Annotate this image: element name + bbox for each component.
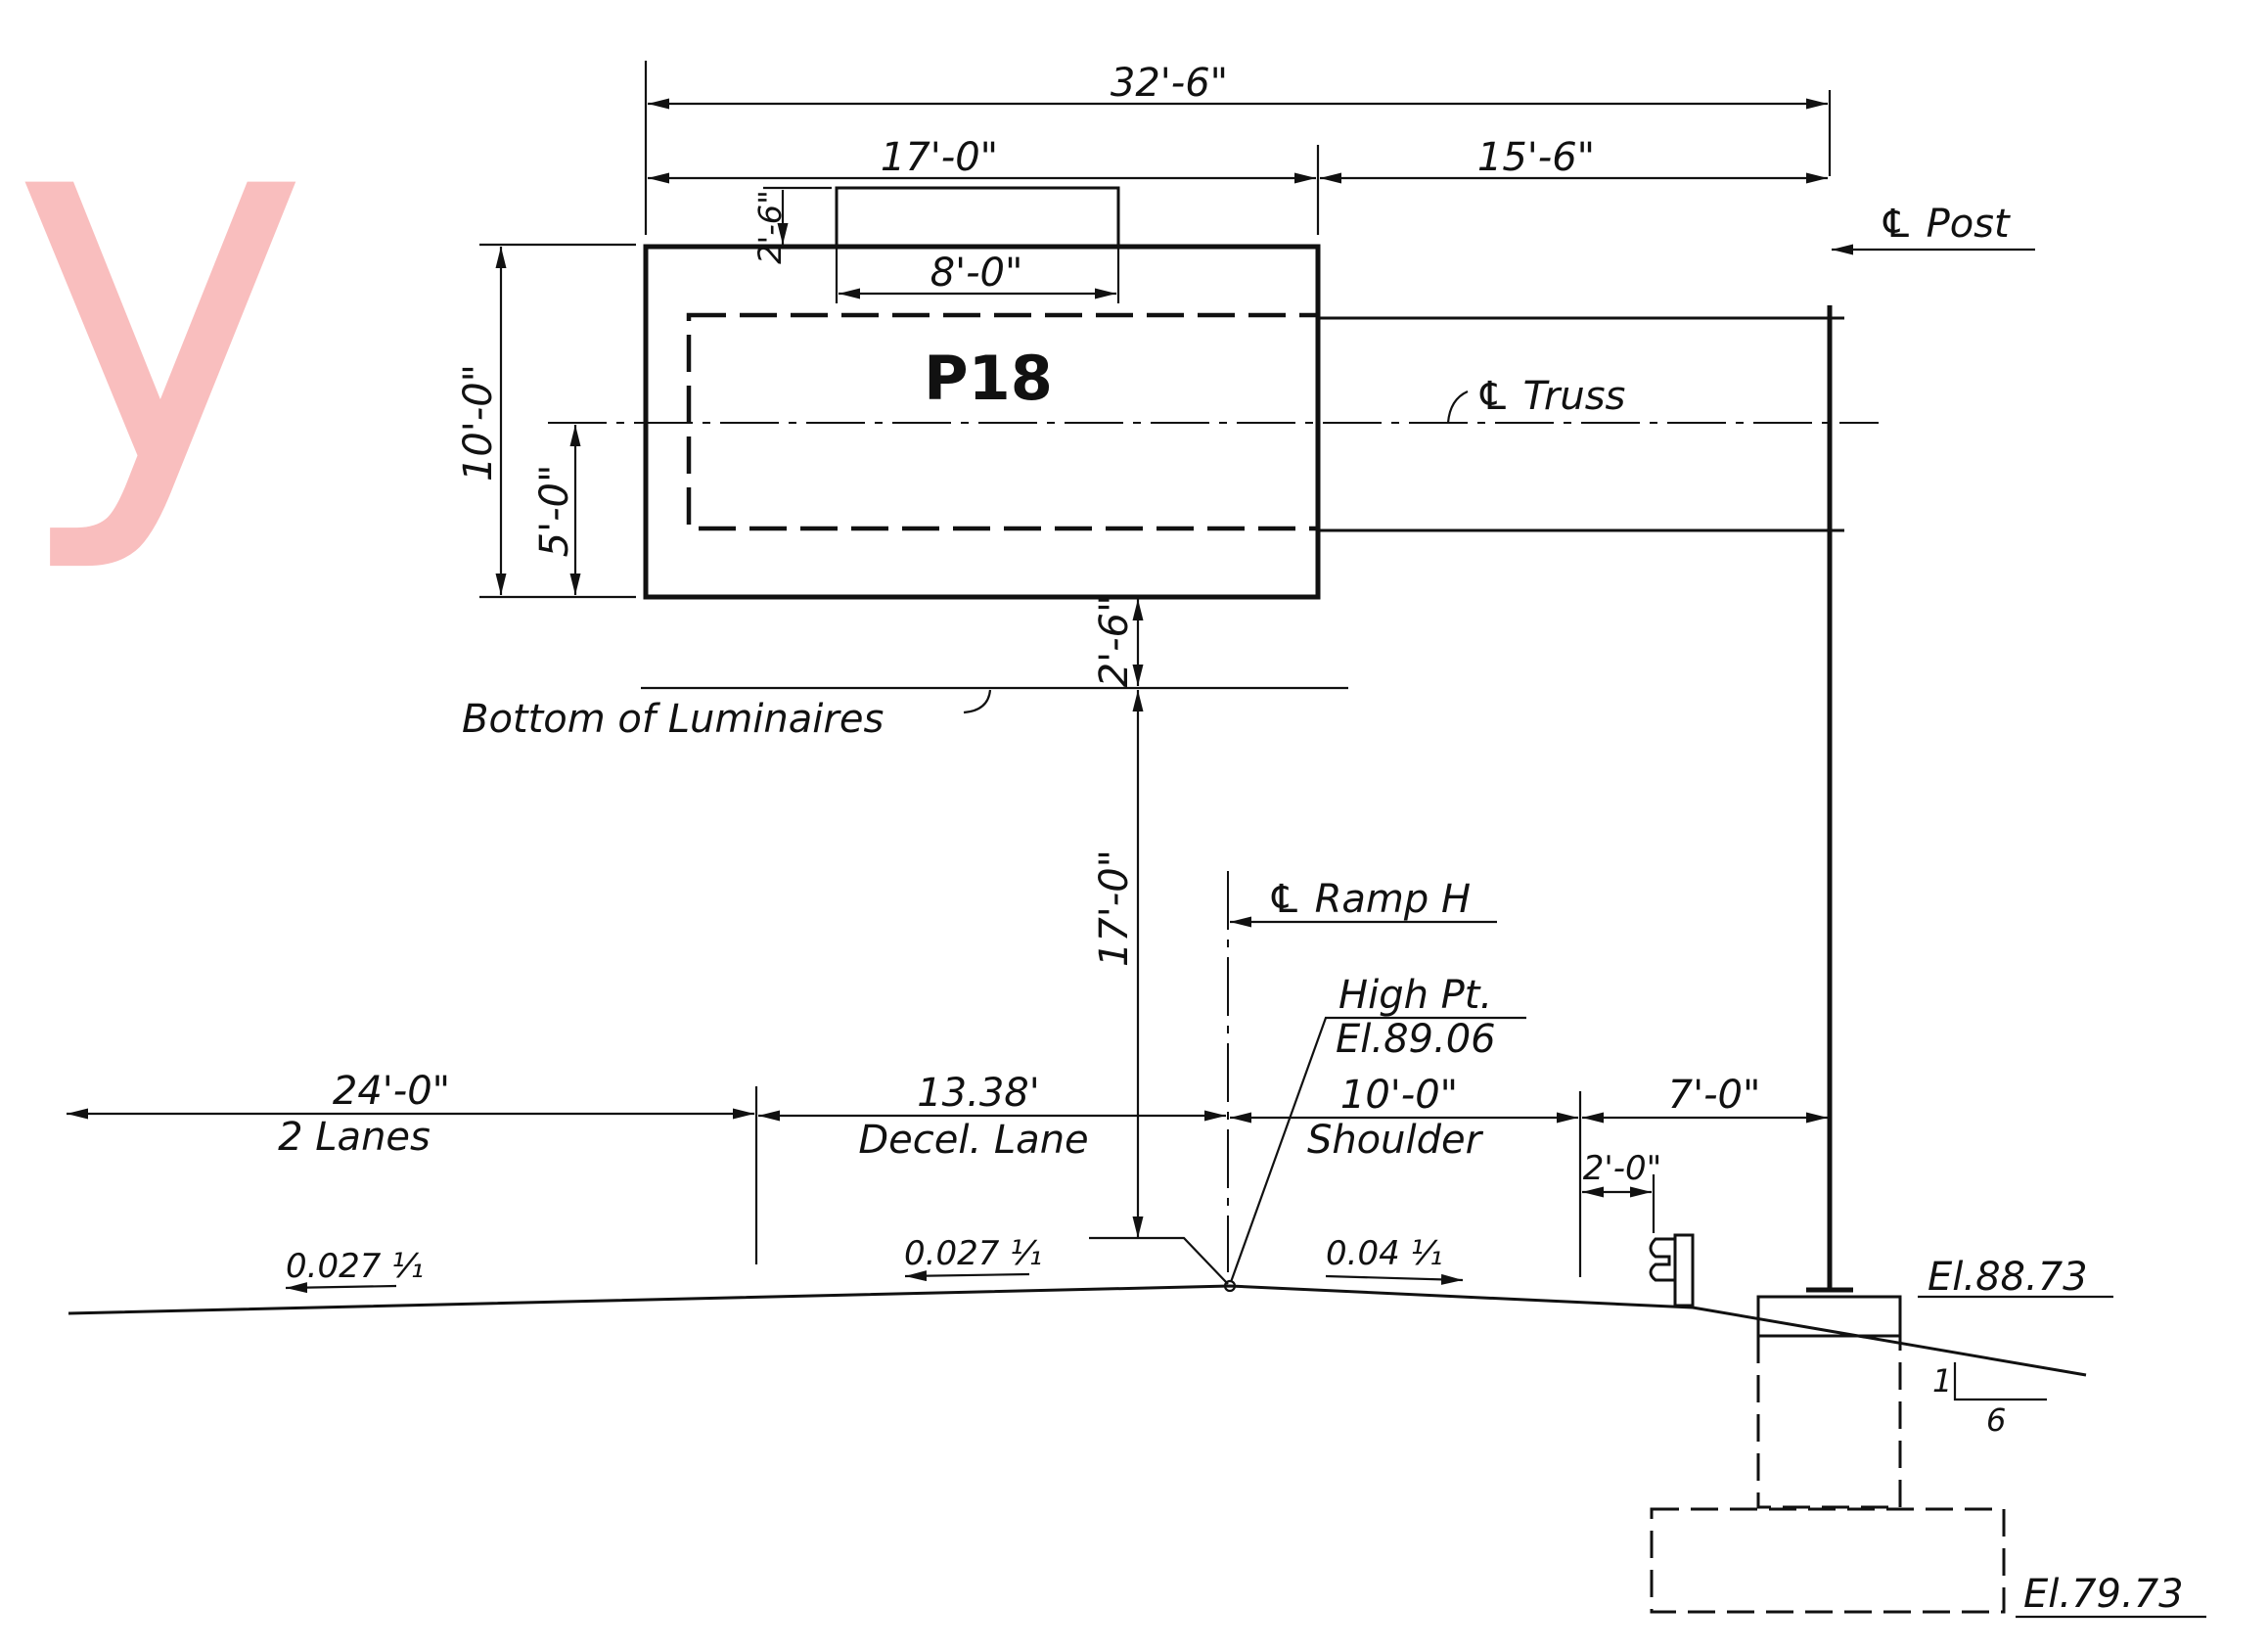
watermark: y (10, 0, 311, 580)
slope-arrow-decel (904, 1270, 1030, 1282)
side-slope-run: 6 (1986, 1401, 2006, 1439)
dim-half-sign-height: 5'-0" (532, 465, 577, 558)
dim-sign-height: 10'-0" (456, 364, 501, 482)
ramp-centerline-label: ℄ Ramp H (1267, 877, 1471, 922)
side-slope-triangle (1953, 1362, 2047, 1401)
high-point-label: High Pt. (1338, 973, 1492, 1018)
dim-decel-width: 13.38' (917, 1071, 1040, 1116)
guard-rail-post (1673, 1233, 1695, 1308)
lanes-label: 2 Lanes (278, 1115, 431, 1160)
dim-lanes-width: 24'-0" (333, 1069, 450, 1114)
slope-decel: 0.027 ¹⁄₁ (904, 1234, 1042, 1273)
high-point-elevation: El.89.06 (1336, 1017, 1496, 1062)
dim-luminaire-width: 8'-0" (930, 251, 1023, 296)
bottom-luminaires-leader (963, 689, 992, 714)
luminaire-box (835, 186, 1120, 249)
high-point-reference (1089, 1236, 1229, 1285)
road-profile (68, 1284, 2087, 1377)
slope-shoulder: 0.04 ¹⁄₁ (1326, 1234, 1442, 1273)
footing-cap (1756, 1295, 1902, 1338)
dim-rail-distance: 2'-0" (1583, 1149, 1662, 1188)
elevation-top-footing: El.88.73 (1928, 1255, 2088, 1300)
dim-shoulder-width: 10'-0" (1340, 1073, 1458, 1118)
post-centerline-label: ℄ Post (1879, 202, 2011, 247)
slope-arrow-lanes (285, 1282, 397, 1294)
dim-overall-span: 32'-6" (1111, 61, 1228, 106)
decel-label: Decel. Lane (858, 1118, 1088, 1163)
elevation-bottom-footing: El.79.73 (2023, 1572, 2184, 1617)
slope-arrow-shoulder (1325, 1273, 1464, 1285)
footing-shaft (1756, 1336, 1902, 1509)
bottom-luminaires-label: Bottom of Luminaires (462, 697, 884, 742)
dim-luminaire-height: 2'-6" (751, 190, 789, 264)
slope-lanes: 0.027 ¹⁄₁ (286, 1247, 424, 1286)
high-point-leader (1229, 1016, 1526, 1283)
truss-centerline-label: ℄ Truss (1475, 374, 1625, 419)
guard-rail-beam (1649, 1237, 1675, 1282)
dim-post-offset: 15'-6" (1477, 135, 1595, 180)
dim-bottom-clearance: 2'-6" (1092, 595, 1137, 688)
footing-base (1650, 1507, 2006, 1614)
sign-panel-id: P18 (924, 343, 1053, 414)
shoulder-label: Shoulder (1307, 1118, 1484, 1163)
truss-leader (1446, 390, 1469, 424)
dim-post-distance: 7'-0" (1668, 1073, 1761, 1118)
dim-vertical-clearance: 17'-0" (1092, 849, 1137, 967)
dim-sign-width: 17'-0" (881, 135, 998, 180)
side-slope-rise: 1 (1932, 1362, 1952, 1400)
